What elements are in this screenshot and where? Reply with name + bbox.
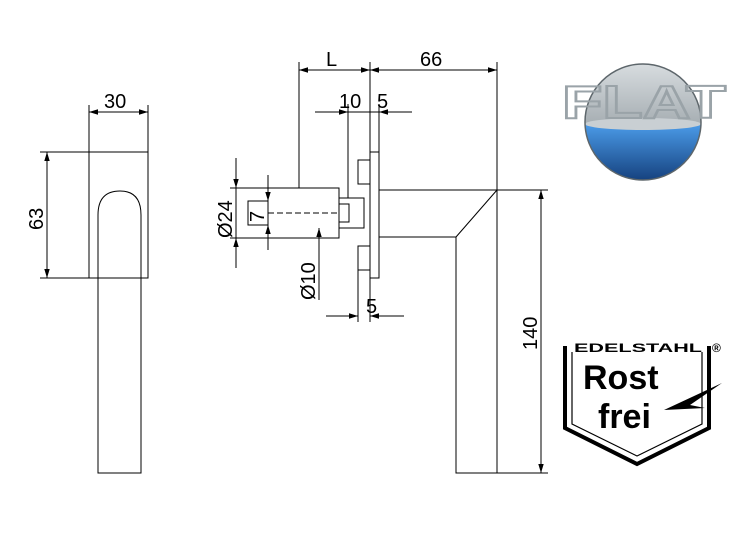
- badge-shield: [563, 346, 711, 467]
- flat-logo: FLAT: [561, 63, 727, 181]
- dim-30-label: 30: [104, 91, 126, 113]
- rostfrei-badge: EDELSTAHL ® Rost frei: [563, 341, 722, 467]
- dim-63-label: 63: [26, 208, 48, 230]
- dim-10-label: 10: [339, 91, 361, 113]
- dim-66-label: 66: [420, 49, 442, 71]
- spindle-collar: [338, 197, 365, 229]
- side-rosette-plate: [369, 151, 380, 279]
- dim-24-label: Ø24: [215, 200, 237, 238]
- dim-10-dia-label: Ø10: [298, 262, 320, 300]
- badge-registered: ®: [712, 341, 721, 355]
- front-view: [40, 105, 149, 474]
- dim-7-label: 7: [247, 211, 269, 222]
- screw-boss-top: [357, 159, 371, 185]
- dim-140-label: 140: [520, 317, 542, 350]
- badge-frei: frei: [598, 398, 651, 436]
- badge-swoosh-icon: [664, 383, 722, 410]
- dim-L-label: L: [326, 49, 337, 71]
- flat-logo-text: FLAT: [562, 76, 726, 128]
- screw-boss-bottom: [357, 245, 371, 271]
- badge-rost: Rost: [583, 359, 659, 397]
- front-lever: [97, 190, 142, 474]
- side-lever: [379, 189, 498, 474]
- side-view: [230, 62, 548, 474]
- front-rosette: [88, 151, 149, 279]
- lever-bevel: [455, 189, 498, 238]
- badge-edelstahl: EDELSTAHL: [574, 341, 702, 355]
- dim-5-top-label: 5: [377, 91, 388, 113]
- dim-5-bottom-label: 5: [366, 296, 377, 318]
